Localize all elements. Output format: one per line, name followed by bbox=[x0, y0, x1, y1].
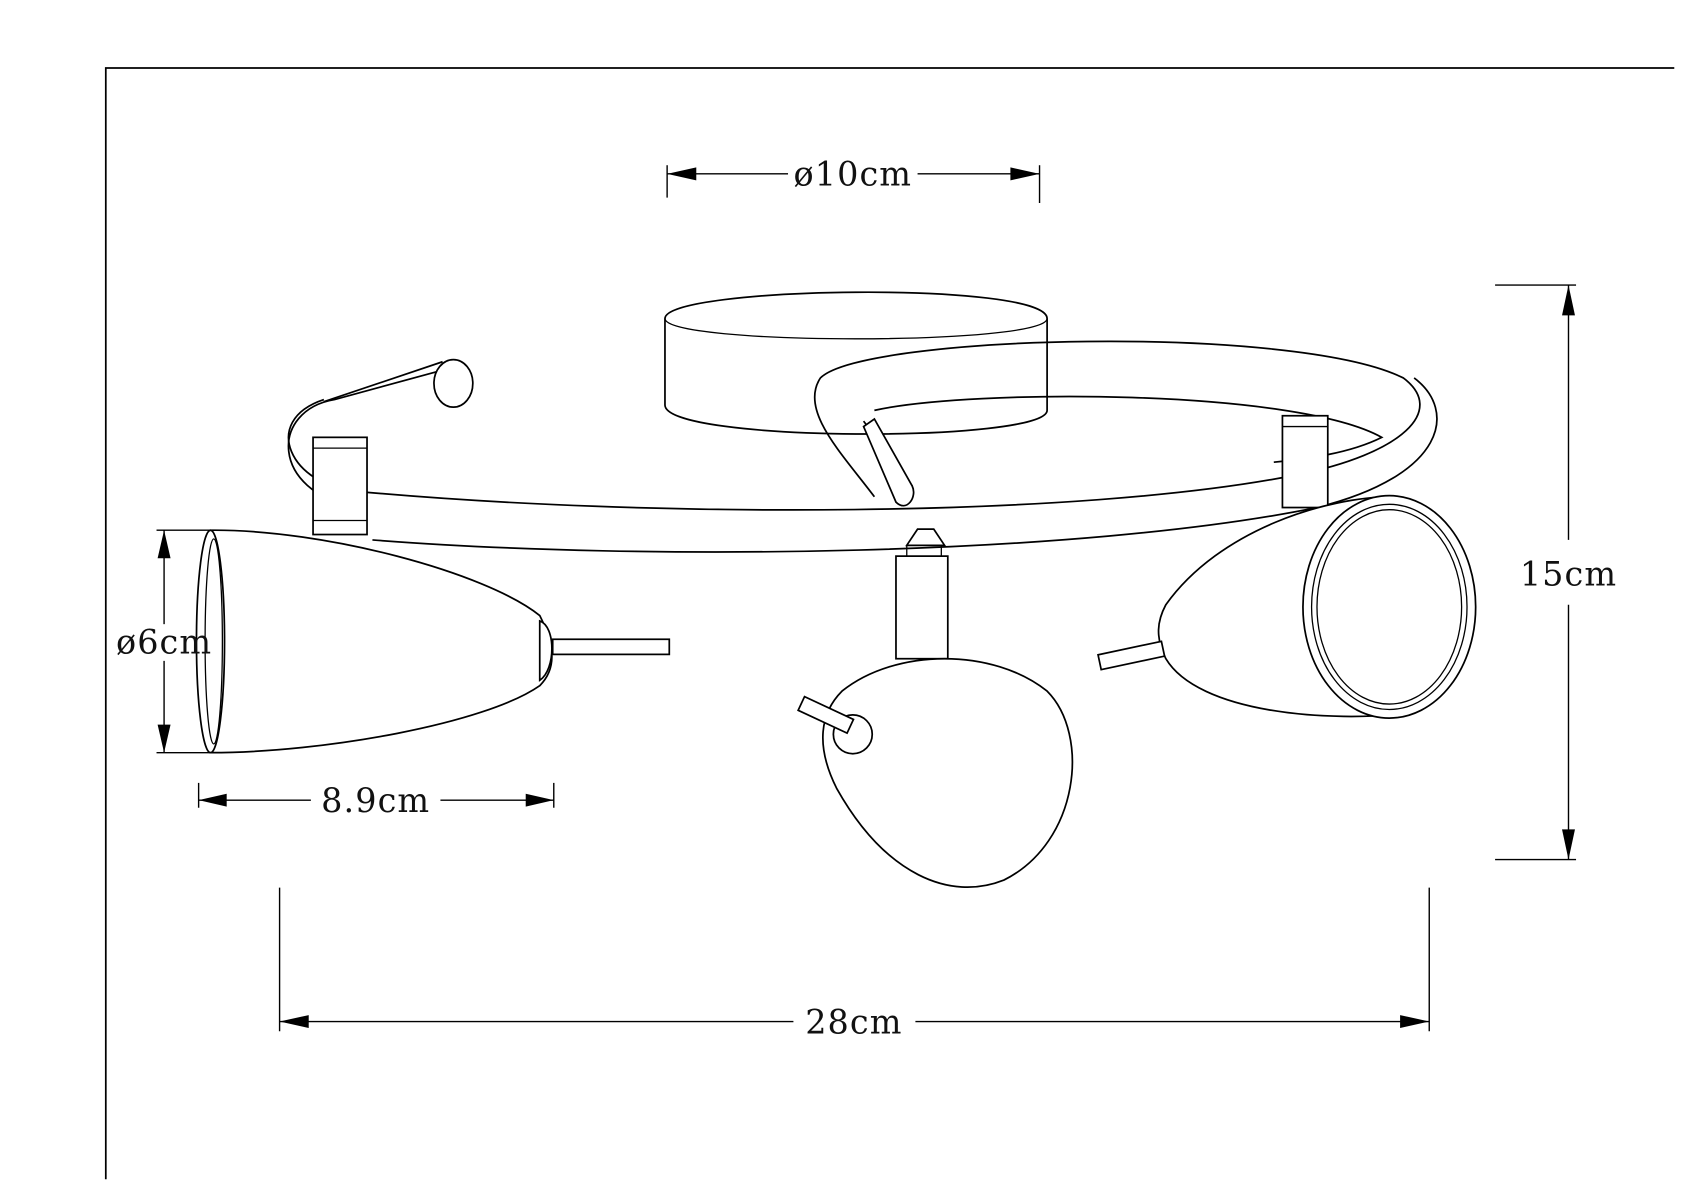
base-diameter-label: ø10cm bbox=[794, 155, 913, 194]
center-spotlight bbox=[797, 528, 1074, 888]
height-label: 15cm bbox=[1520, 554, 1617, 593]
total-width-label: 28cm bbox=[805, 1002, 902, 1041]
shade-diameter-label: ø6cm bbox=[116, 622, 212, 661]
drawing-frame bbox=[104, 67, 1675, 1180]
dimension-shade-length: 8.9cm bbox=[197, 781, 555, 820]
shade-length-label: 8.9cm bbox=[321, 781, 430, 820]
dimension-shade-diameter: ø6cm bbox=[116, 529, 212, 754]
left-spotlight bbox=[195, 436, 671, 754]
right-spotlight bbox=[1097, 414, 1477, 719]
dimension-height: 15cm bbox=[1495, 284, 1617, 861]
dimension-total-width: 28cm bbox=[278, 887, 1430, 1041]
dimension-base-diameter: ø10cm bbox=[666, 155, 1041, 204]
